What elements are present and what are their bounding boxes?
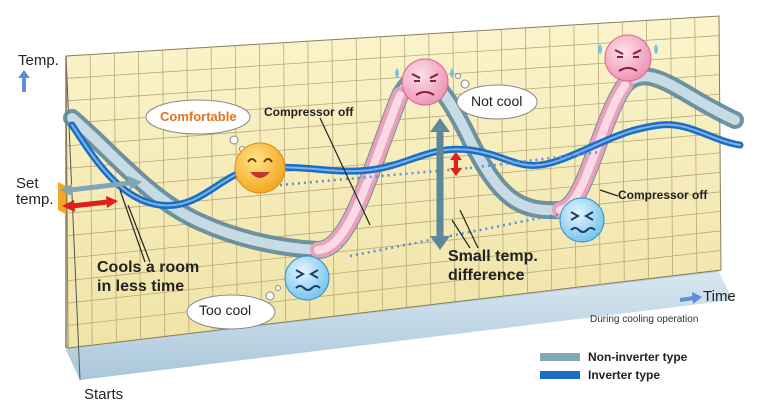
not-cool-bubble — [455, 73, 538, 120]
legend-swatch-inverter — [540, 371, 580, 379]
inverter-curve — [68, 121, 744, 209]
legend-label-inverter: Inverter type — [588, 368, 661, 382]
legend-swatch-non-inverter — [540, 353, 580, 361]
pointer-lines — [119, 117, 619, 263]
legend-item-inverter: Inverter type — [540, 368, 660, 382]
time-axis-arrow-icon — [679, 292, 702, 304]
set-temp-line1: Set — [16, 175, 39, 192]
temp-axis-arrow-icon — [18, 70, 30, 92]
shivering-face-icon — [559, 197, 605, 243]
small-temp-difference-label: Small temp. difference — [448, 247, 538, 285]
operation-note: During cooling operation — [590, 314, 699, 325]
smiling-face-icon — [234, 142, 286, 194]
comfortable-label: Comfortable — [160, 109, 237, 124]
set-temp-line2: temp. — [16, 191, 54, 208]
reference-dotted-lines — [279, 150, 601, 258]
compressor-off-label-right: Compressor off — [618, 188, 708, 202]
set-temp-label: Set temp. — [16, 176, 54, 208]
start-label: Starts — [84, 386, 124, 403]
too-cool-bubble — [186, 285, 281, 330]
cools-line2: in less time — [97, 278, 185, 295]
cools-faster-label: Cools a room in less time — [97, 258, 199, 296]
legend-label-non-inverter: Non-inverter type — [588, 350, 688, 364]
small-diff-line1: Small temp. — [448, 248, 538, 265]
shivering-face-icon — [284, 255, 330, 301]
x-axis-label: Time — [703, 288, 736, 305]
y-axis-label: Temp. — [18, 52, 59, 69]
sweating-face-icon — [395, 58, 454, 106]
grid-wall — [65, 15, 722, 349]
compressor-off-ribbons — [310, 77, 633, 258]
compressor-off-label-top: Compressor off — [264, 105, 354, 119]
legend-item-non-inverter: Non-inverter type — [540, 350, 687, 364]
set-temp-marker — [58, 176, 142, 214]
not-cool-label: Not cool — [471, 93, 523, 109]
small-temp-diff-arrow — [430, 118, 462, 250]
too-cool-label: Too cool — [199, 302, 252, 318]
cools-line1: Cools a room — [97, 259, 200, 276]
sweating-face-icon — [598, 34, 658, 82]
small-diff-line2: difference — [448, 267, 525, 284]
